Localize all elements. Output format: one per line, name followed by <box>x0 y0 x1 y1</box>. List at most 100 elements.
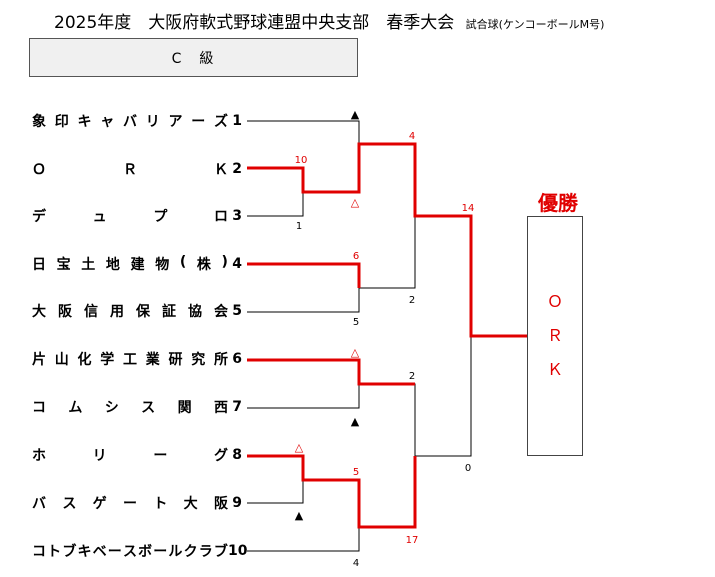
team-name-char: デ <box>32 209 46 225</box>
team-number: 2 <box>232 161 242 177</box>
team-number: 1 <box>232 113 242 129</box>
team-name-char: 片 <box>32 352 46 368</box>
loss-mark: △ <box>351 346 360 359</box>
winner-line <box>247 262 361 288</box>
champion-title: 優勝 <box>538 191 578 215</box>
team-name-char: 宝 <box>56 257 71 273</box>
team-name-char: ゲ <box>92 496 107 512</box>
team-name-char: 研 <box>168 352 183 368</box>
ball-note: 試合球(ケンコーボールM号) <box>465 18 605 31</box>
team-row: 日宝土地建物(株)4 <box>32 254 242 273</box>
team-name-char: ス <box>62 496 77 512</box>
team-name-char: Ｒ <box>123 162 137 178</box>
team-number: 4 <box>232 256 242 272</box>
team-name: コムシス関西 <box>32 397 228 417</box>
team-name-char: ス <box>141 400 156 416</box>
team-name-char: 大 <box>32 304 46 320</box>
team-name-char: ) <box>221 254 228 270</box>
winner-line <box>247 358 415 386</box>
team-name-char: 土 <box>81 257 96 273</box>
team-name-char: 究 <box>191 352 206 368</box>
team-name-char: ー <box>122 496 137 512</box>
bracket-line <box>247 288 360 313</box>
team-name-char: 印 <box>54 114 69 130</box>
score: 4 <box>409 131 415 142</box>
team-name-char: ム <box>68 400 83 416</box>
team-number: 7 <box>232 399 242 415</box>
score: 5 <box>353 317 359 328</box>
team-name-char: 地 <box>105 257 120 273</box>
team-name-char: ホ <box>32 448 46 464</box>
team-name: コトブキベースボールクラブ <box>32 541 228 561</box>
team-name-char: 日 <box>32 257 46 273</box>
team-name-char: 株 <box>196 257 211 273</box>
team-name-char: ベ <box>92 544 107 560</box>
team-name-char: ズ <box>214 114 228 130</box>
tournament-title: 2025年度 大阪府軟式野球連盟中央支部 春季大会 <box>54 13 455 33</box>
team-name-char: ル <box>168 544 183 560</box>
team-name-char: 信 <box>84 304 98 320</box>
class-label-box: C 級 <box>29 38 358 77</box>
team-name: 片山化学工業研究所 <box>32 349 228 369</box>
team-name-char: グ <box>213 448 228 464</box>
team-name: 象印キャバリアーズ <box>32 111 228 131</box>
team-name-char: 用 <box>110 304 124 320</box>
page-title: 2025年度 大阪府軟式野球連盟中央支部 春季大会 試合球(ケンコーボールM号) <box>54 8 604 33</box>
score: 4 <box>353 558 359 569</box>
bracket-line <box>247 384 360 409</box>
win-mark: ▲ <box>295 509 304 522</box>
team-name-char: ア <box>168 114 183 130</box>
team-name-char: ト <box>153 496 168 512</box>
score: 0 <box>465 463 471 474</box>
score: 2 <box>409 295 415 306</box>
team-name-char: ー <box>153 448 168 464</box>
team-name-char: ( <box>179 254 187 270</box>
bracket-line <box>247 480 304 504</box>
team-number: 6 <box>232 351 242 367</box>
champion-box: Ｏ Ｒ Ｋ <box>527 216 583 456</box>
score: 10 <box>295 155 308 166</box>
score: 2 <box>409 371 415 382</box>
team-name-char: ブ <box>213 544 228 560</box>
win-mark: ▲ <box>351 108 360 121</box>
team-name-char: ス <box>122 544 137 560</box>
score: 17 <box>406 535 419 546</box>
team-name-char: プ <box>153 209 168 225</box>
loss-mark: △ <box>295 441 304 454</box>
team-name-char: コ <box>32 400 46 416</box>
team-number: 5 <box>232 303 242 319</box>
bracket-line <box>247 120 360 144</box>
team-name-char: ー <box>153 544 168 560</box>
team-name-char: 化 <box>77 352 92 368</box>
team-name-char: Ｏ <box>32 162 46 178</box>
class-label: C 級 <box>171 50 216 67</box>
score: 6 <box>353 251 359 262</box>
team-name-char: 協 <box>188 304 202 320</box>
bracket-line <box>247 192 304 217</box>
team-name-char: ク <box>183 544 198 560</box>
team-name-char: リ <box>92 448 107 464</box>
champion-char: Ｒ <box>546 326 563 345</box>
team-name-char: 山 <box>54 352 69 368</box>
winner-line <box>247 142 527 338</box>
team-name-char: バ <box>123 114 137 130</box>
team-name-char: 象 <box>32 114 46 130</box>
bracket-line <box>359 216 416 289</box>
team-name-char: ー <box>191 114 206 130</box>
team-name-char: ボ <box>138 544 153 560</box>
team-name-char: ー <box>107 544 122 560</box>
bracket-line <box>415 336 472 457</box>
team-name-char: ト <box>47 544 62 560</box>
team-name-char: 保 <box>136 304 150 320</box>
score: 5 <box>353 467 359 478</box>
team-name-char: 業 <box>145 352 160 368</box>
team-name-char: キ <box>77 114 92 130</box>
